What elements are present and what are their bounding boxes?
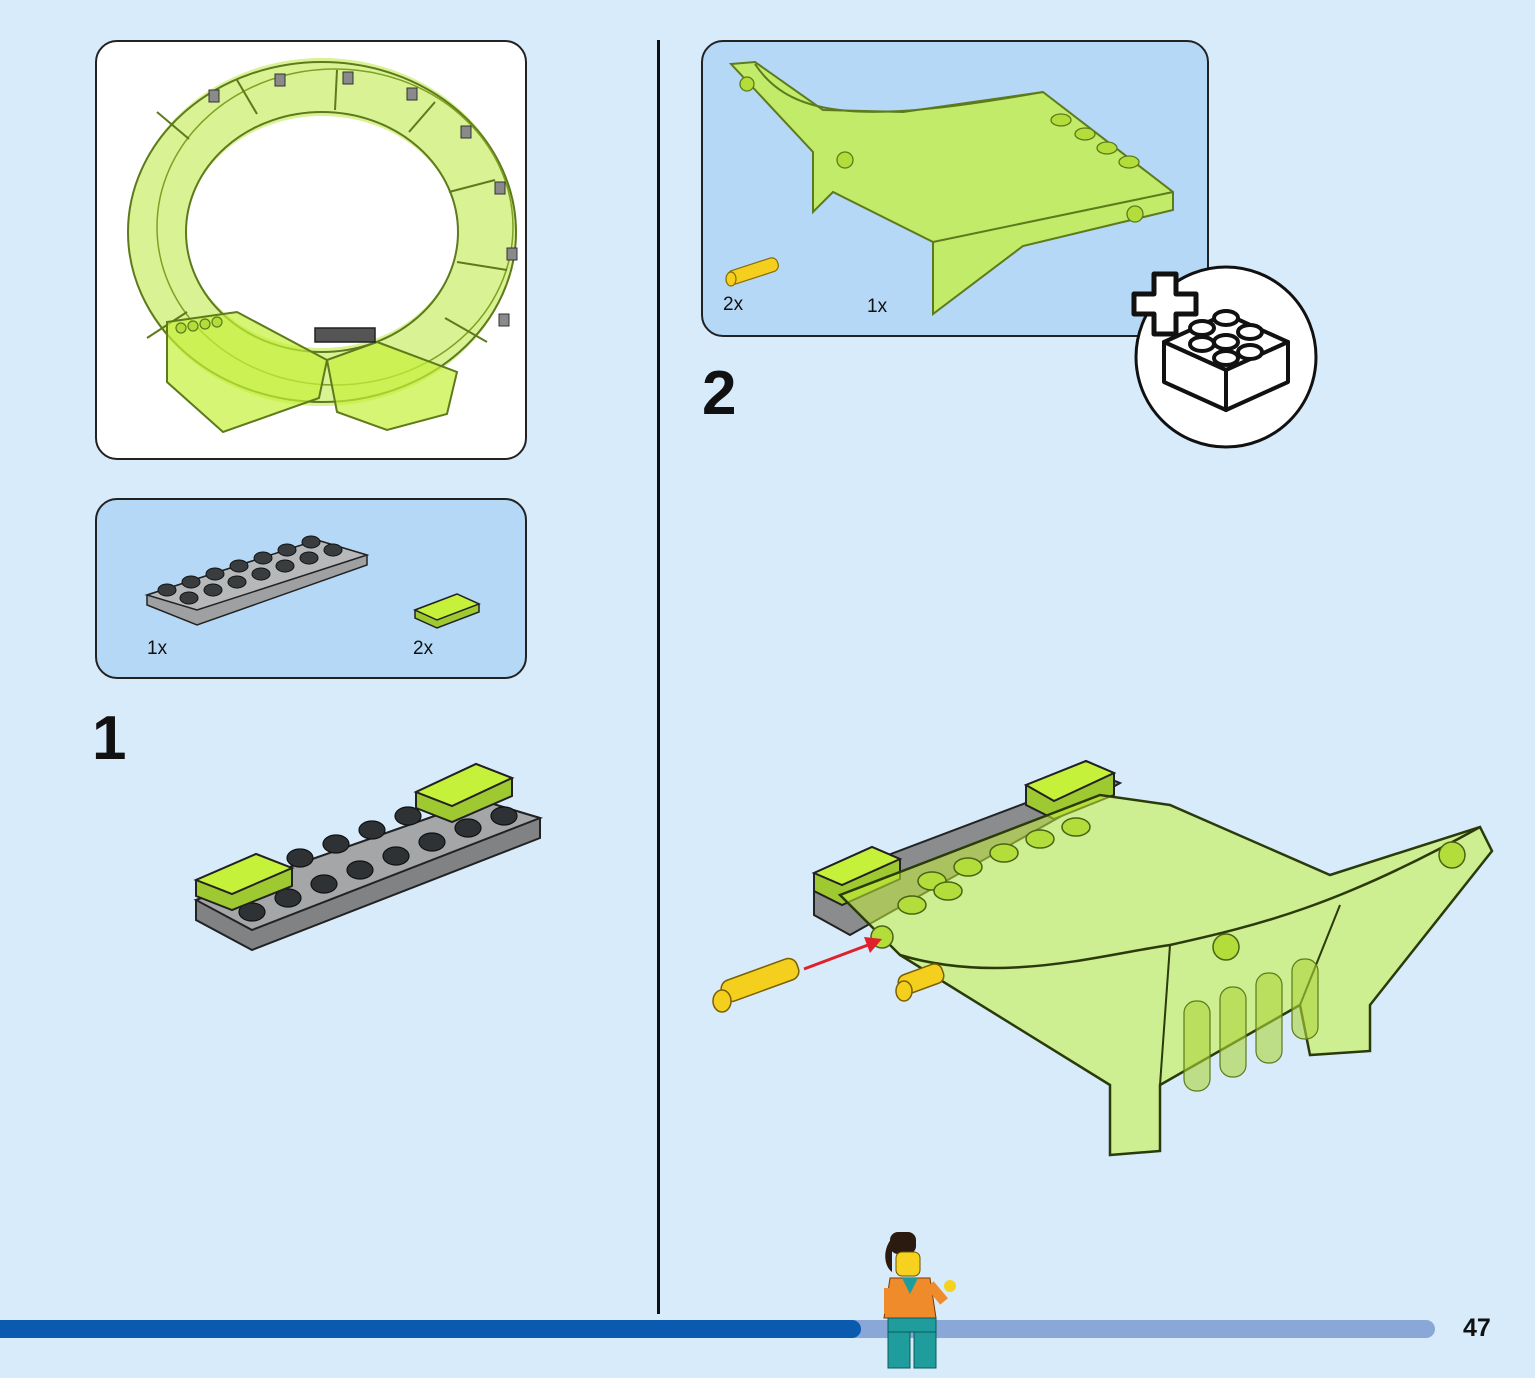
part-quantity: 1x xyxy=(867,296,888,317)
part-quantity: 1x xyxy=(147,638,168,659)
minifigure-icon xyxy=(883,1232,956,1369)
progress-bar-fill xyxy=(0,1320,861,1338)
step-2-assembly-illustration xyxy=(712,759,1494,1157)
loop-ramp-illustration xyxy=(127,58,518,434)
step-1-assembly-illustration xyxy=(193,762,544,952)
step-number: 1 xyxy=(92,704,127,773)
part-quantity: 2x xyxy=(413,638,434,659)
column-divider xyxy=(657,40,660,1314)
page-number: 47 xyxy=(1463,1314,1491,1342)
lime-tile-1x2-part xyxy=(413,593,481,629)
yellow-pin-part xyxy=(725,257,779,287)
model-preview-box xyxy=(95,40,527,460)
parts-list-step-1: 1x 2x xyxy=(95,498,527,679)
gray-plate-2x8-part xyxy=(144,535,370,626)
lime-ramp-part xyxy=(728,60,1174,317)
step-number: 2 xyxy=(702,359,737,428)
parts-list-step-2: 2x 1x xyxy=(701,40,1209,337)
plus-brick-icon xyxy=(1131,265,1318,449)
part-quantity: 2x xyxy=(723,294,744,315)
